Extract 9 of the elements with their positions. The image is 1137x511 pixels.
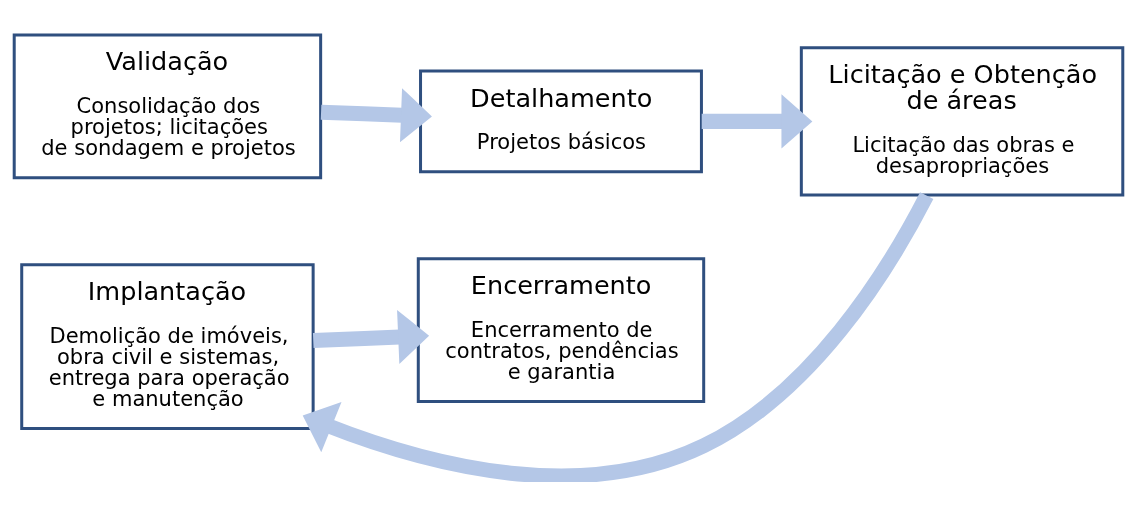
node-box: Licitação e Obtenção de áreas Licitação das obras e desapropriações bbox=[799, 46, 1125, 197]
node-box: Validação Consolidação dos projetos; licitações de sondagem e projetos bbox=[12, 33, 323, 180]
arrow bbox=[312, 309, 430, 365]
node-box: Encerramento Encerramento de contratos, pendências e garantia bbox=[416, 257, 706, 404]
arrow bbox=[320, 88, 432, 143]
node-box: Detalhamento Projetos básicos bbox=[419, 69, 703, 174]
arrow bbox=[302, 192, 934, 482]
arrow bbox=[701, 94, 813, 149]
node-box: Implantação Demolição de imóveis, obra civil e sistemas, entrega para operação e manutenção bbox=[20, 263, 315, 431]
